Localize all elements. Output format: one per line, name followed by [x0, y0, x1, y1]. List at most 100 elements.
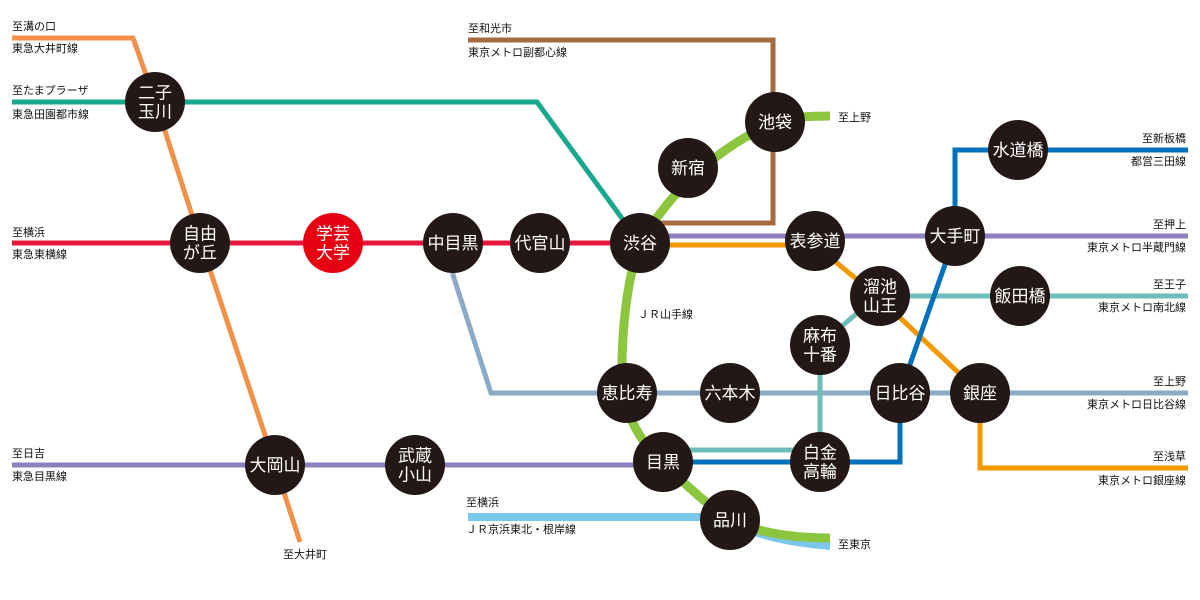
label-hiyoshi: 至日吉: [12, 447, 45, 460]
station-ebisu: 恵比寿: [597, 363, 657, 423]
label-nanboku-line: 東京メトロ南北線: [1098, 300, 1186, 314]
station-name: 十番: [803, 346, 837, 366]
denentoshi-line: [12, 99, 643, 245]
label-mita-line: 都営三田線: [1131, 154, 1186, 168]
station-name: 表参道: [790, 232, 841, 252]
station-name: 六本木: [705, 384, 756, 404]
station-marker: [950, 363, 1010, 423]
label-asakusa: 至浅草: [1153, 450, 1186, 463]
station-name: 恵比寿: [602, 384, 653, 404]
station-otemachi: 大手町: [925, 206, 985, 266]
station-shinjuku: 新宿: [658, 138, 718, 198]
station-name: 自由: [183, 225, 217, 245]
station-roppongi: 六本木: [700, 363, 760, 423]
station-marker: [423, 213, 483, 273]
label-tokyo: 至東京: [838, 537, 871, 551]
label-oimachi: 至大井町: [283, 547, 327, 561]
station-marker: [170, 213, 230, 273]
station-marker: [790, 432, 850, 492]
label-denentoshi-line: 東急田園都市線: [12, 107, 89, 121]
label-tamaplaza: 至たまプラーザ: [12, 84, 88, 97]
station-marker: [633, 432, 693, 492]
station-name: 山王: [863, 297, 897, 317]
label-oimachi-line: 東急大井町線: [12, 41, 78, 55]
station-name: 品川: [713, 511, 747, 531]
station-name: 新宿: [671, 159, 705, 179]
station-marker: [510, 213, 570, 273]
station-name: 大岡山: [250, 456, 301, 476]
label-wakoshi: 至和光市: [468, 21, 512, 35]
station-marker: [700, 363, 760, 423]
station-shibuya: 渋谷: [610, 213, 670, 273]
station-name: が丘: [183, 244, 217, 264]
station-ookayama: 大岡山: [245, 435, 305, 495]
station-marker: [745, 92, 805, 152]
station-hibiya: 日比谷: [870, 363, 930, 423]
station-name: 白金: [803, 444, 837, 464]
station-marker: [303, 213, 363, 273]
label-meguro-line: 東急目黒線: [12, 469, 67, 483]
station-marker: [610, 213, 670, 273]
station-nakameguro: 中目黒: [423, 213, 483, 273]
station-name: 水道橋: [993, 141, 1044, 161]
station-name: 代官山: [515, 234, 566, 254]
station-name: 中目黒: [428, 234, 479, 254]
station-meguro: 目黒: [633, 432, 693, 492]
station-name: 溜池: [863, 278, 897, 298]
label-hibiya-line: 東京メトロ日比谷線: [1087, 397, 1186, 411]
station-name: 目黒: [646, 453, 680, 473]
label-yokohama-2: 至横浜: [466, 495, 499, 509]
station-suidobashi: 水道橋: [988, 120, 1048, 180]
station-marker: [125, 72, 185, 132]
station-marker: [700, 490, 760, 550]
label-fukutoshin-line: 東京メトロ副都心線: [468, 45, 567, 59]
label-yamanote-line: ＪＲ山手線: [638, 307, 693, 321]
station-marker: [850, 266, 910, 326]
station-name: 大学: [316, 244, 350, 264]
station-iidabashi: 飯田橋: [990, 266, 1050, 326]
label-oji: 至王子: [1153, 278, 1186, 291]
station-marker: [790, 315, 850, 375]
station-omotesando: 表参道: [785, 211, 845, 271]
label-shinitabashi: 至新板橋: [1142, 131, 1186, 145]
station-name: 学芸: [316, 225, 350, 245]
station-marker: [245, 435, 305, 495]
label-keihin-line: ＪＲ京浜東北・根岸線: [466, 522, 576, 536]
station-name: 日比谷: [875, 384, 926, 404]
fukutoshin-line: [468, 37, 776, 226]
label-mizonokuchi: 至溝の口: [12, 20, 56, 33]
station-name: 小山: [398, 466, 432, 486]
station-ikebukuro: 池袋: [745, 92, 805, 152]
label-oshiage: 至押上: [1153, 217, 1186, 231]
label-ueno-2: 至上野: [1153, 375, 1186, 388]
station-marker: [988, 120, 1048, 180]
station-marker: [658, 138, 718, 198]
station-name: 銀座: [963, 384, 997, 404]
label-yokohama-1: 至横浜: [12, 225, 45, 239]
station-name: 渋谷: [623, 234, 657, 254]
station-name: 武蔵: [398, 447, 432, 467]
station-ginza: 銀座: [950, 363, 1010, 423]
station-marker: [385, 435, 445, 495]
station-marker: [785, 211, 845, 271]
station-name: 高輪: [803, 463, 837, 483]
label-toyoko-line: 東急東横線: [12, 247, 67, 261]
station-name: 二子: [138, 84, 172, 104]
station-marker: [990, 266, 1050, 326]
label-ginza-line: 東京メトロ銀座線: [1098, 473, 1186, 487]
station-shinagawa: 品川: [700, 490, 760, 550]
station-name: 池袋: [758, 113, 792, 133]
label-ueno-1: 至上野: [838, 111, 871, 124]
station-name: 玉川: [138, 103, 172, 123]
station-daikanyama: 代官山: [510, 213, 570, 273]
station-marker: [597, 363, 657, 423]
station-name: 大手町: [930, 227, 981, 247]
